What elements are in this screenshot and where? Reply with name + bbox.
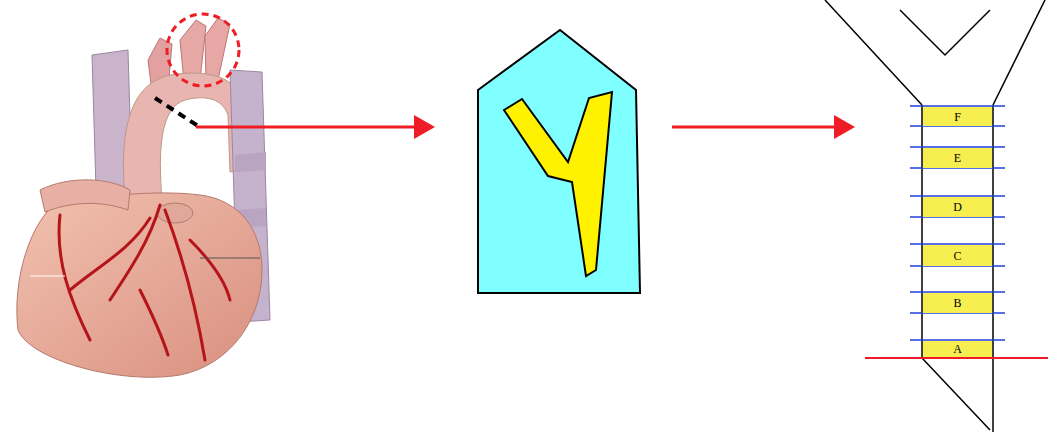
cut-line: [910, 106, 1005, 340]
band-segment: F: [923, 107, 992, 126]
tissue-block: [478, 30, 640, 293]
heart-illustration: [17, 14, 270, 377]
band-segment: A: [923, 341, 992, 357]
segment-letter: D: [953, 201, 962, 213]
band-segment: C: [923, 245, 992, 266]
vessel-outline: [825, 0, 1045, 432]
flow-arrow: [672, 126, 852, 129]
band-segment: D: [923, 197, 992, 217]
reference-line: [865, 357, 1048, 359]
segment-letter: C: [953, 250, 961, 262]
segment-letter: A: [953, 343, 962, 355]
band-segment: B: [923, 293, 992, 313]
band-segment: E: [923, 148, 992, 168]
segment-letter: F: [954, 111, 961, 123]
segment-letter: E: [954, 152, 961, 164]
segment-letter: B: [953, 297, 961, 309]
flow-arrow: [196, 126, 432, 129]
